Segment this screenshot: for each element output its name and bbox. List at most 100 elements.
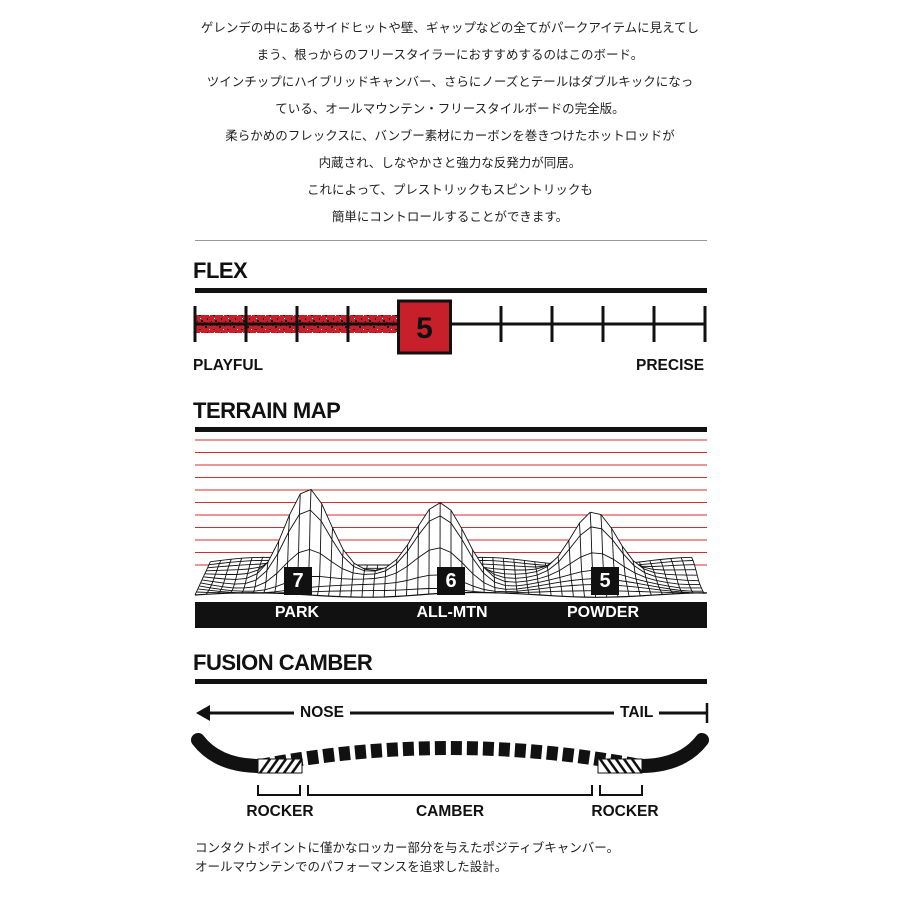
terrain-mesh-line [688, 584, 691, 589]
section-divider [195, 240, 707, 241]
terrain-mesh-line [342, 549, 344, 557]
terrain-mesh-line [224, 574, 227, 580]
terrain-heading-rule [195, 427, 707, 432]
terrain-mesh-line [661, 562, 664, 567]
terrain-mesh-line [698, 580, 701, 585]
terrain-mesh-line [227, 565, 230, 571]
terrain-mesh-line [330, 539, 333, 562]
terrain-mesh-line [298, 493, 301, 515]
terrain-mesh-line [240, 558, 243, 562]
terrain-mesh-line [623, 566, 626, 577]
terrain-mesh-line [652, 569, 655, 573]
terrain-mesh-line [583, 590, 586, 598]
terrain-mesh-line [276, 553, 279, 574]
terrain-mesh-line [202, 573, 206, 578]
terrain-mesh-line [549, 583, 551, 588]
flex-value-marker: 5 [397, 299, 452, 355]
terrain-mesh-line [309, 510, 311, 550]
terrain-mesh-line [328, 591, 330, 597]
terrain-mesh-line [672, 565, 675, 571]
terrain-mesh-line [275, 573, 278, 587]
terrain-mesh-line [560, 581, 562, 587]
terrain-mesh-line [684, 569, 687, 576]
terrain-mesh-line [701, 587, 704, 592]
rocker-hatch-left [257, 758, 304, 774]
rocker-left-label: ROCKER [246, 803, 314, 820]
terrain-mesh-line [581, 579, 584, 585]
tail-label: TAIL [614, 704, 660, 722]
terrain-mesh-line [212, 577, 215, 582]
terrain-surface-band [200, 502, 702, 588]
terrain-mesh-line [209, 584, 212, 588]
terrain-mesh-line [236, 569, 239, 575]
park-score: 7 [284, 567, 312, 595]
terrain-mesh-line [221, 582, 225, 587]
terrain-mesh-line [217, 563, 220, 567]
terrain-mesh-line [195, 588, 199, 593]
terrain-mesh-line [600, 514, 603, 529]
terrain-mesh-line [579, 535, 582, 557]
terrain-mesh-line [242, 587, 245, 592]
terrain-mesh-line [691, 557, 694, 561]
park-label: PARK [274, 604, 320, 621]
powder-label: POWDER [567, 604, 639, 621]
terrain-mesh-line [232, 583, 235, 589]
terrain-mesh-line [219, 560, 222, 564]
terrain-mesh-line [229, 559, 232, 563]
camber-description: コンタクトポイントに僅かなロッカー部分を与えたポジティブキャンバー。 オールマウ… [195, 838, 619, 876]
intro-line: 簡単にコントロールすることができます。 [331, 209, 569, 224]
intro-line: 内蔵され、しなやかさと強力な反発力が同居。 [318, 155, 582, 170]
terrain-mesh-line [662, 565, 665, 571]
terrain-mesh-line [237, 565, 240, 570]
terrain-mesh-line [561, 591, 563, 597]
terrain-mesh-line [266, 561, 269, 571]
camber-heading-rule [195, 679, 707, 684]
terrain-mesh-line [340, 578, 342, 586]
terrain-mesh-line [238, 561, 241, 566]
terrain-mesh-line [329, 577, 332, 586]
terrain-mesh-line [550, 591, 552, 596]
terrain-mesh-line [261, 557, 264, 561]
terrain-mesh-line [225, 569, 228, 575]
intro-line: ゲレンデの中にあるサイドヒットや壁、ギャップなどの全てがパークアイテムに見えてし [200, 20, 700, 35]
terrain-mesh-line [247, 568, 250, 574]
terrain-mesh-line [690, 587, 693, 592]
zone-brackets [257, 785, 643, 796]
terrain-mesh-line [339, 585, 342, 592]
terrain-mesh-line [215, 570, 218, 575]
terrain-map-graphic [194, 439, 708, 598]
terrain-mesh-line [612, 539, 614, 560]
terrain-mesh-line [205, 567, 208, 571]
terrain-mesh-line [680, 557, 683, 562]
terrain-mesh-line [637, 587, 640, 592]
terrain-mesh-line [693, 564, 697, 570]
terrain-mesh-line [309, 489, 312, 511]
terrain-mesh-line [274, 586, 277, 592]
terrain-mesh-line [648, 588, 651, 593]
terrain-mesh-line [223, 578, 226, 584]
terrain-mesh-line [653, 572, 656, 577]
board-profile [191, 733, 709, 773]
terrain-mesh-line [560, 586, 563, 592]
powder-score: 5 [591, 567, 619, 595]
terrain-mesh-line [200, 579, 203, 584]
terrain-mesh-line [570, 574, 572, 581]
terrain-heading: TERRAIN MAP [193, 398, 341, 423]
terrain-mesh-line [632, 560, 635, 566]
terrain-mesh-line [570, 580, 573, 586]
terrain-mesh-line [581, 571, 583, 580]
intro-line: ツインチップにハイブリッドキャンバー、さらにノーズとテールはダブルキックになっ [206, 74, 694, 89]
terrain-mesh-line [546, 566, 549, 571]
nose-label: NOSE [294, 704, 350, 722]
rocker-hatch-right [597, 758, 644, 774]
terrain-mesh-line [204, 570, 207, 574]
terrain-mesh-line [699, 584, 702, 589]
terrain-mesh-line [216, 566, 219, 571]
terrain-mesh-line [626, 586, 629, 592]
terrain-mesh-line [208, 561, 211, 565]
all-mtn-label: ALL-MTN [416, 604, 488, 621]
terrain-mesh-line [634, 573, 637, 580]
terrain-mesh-line [331, 527, 334, 540]
terrain-mesh-line [682, 560, 685, 566]
flex-max-label: PRECISE [636, 357, 705, 374]
